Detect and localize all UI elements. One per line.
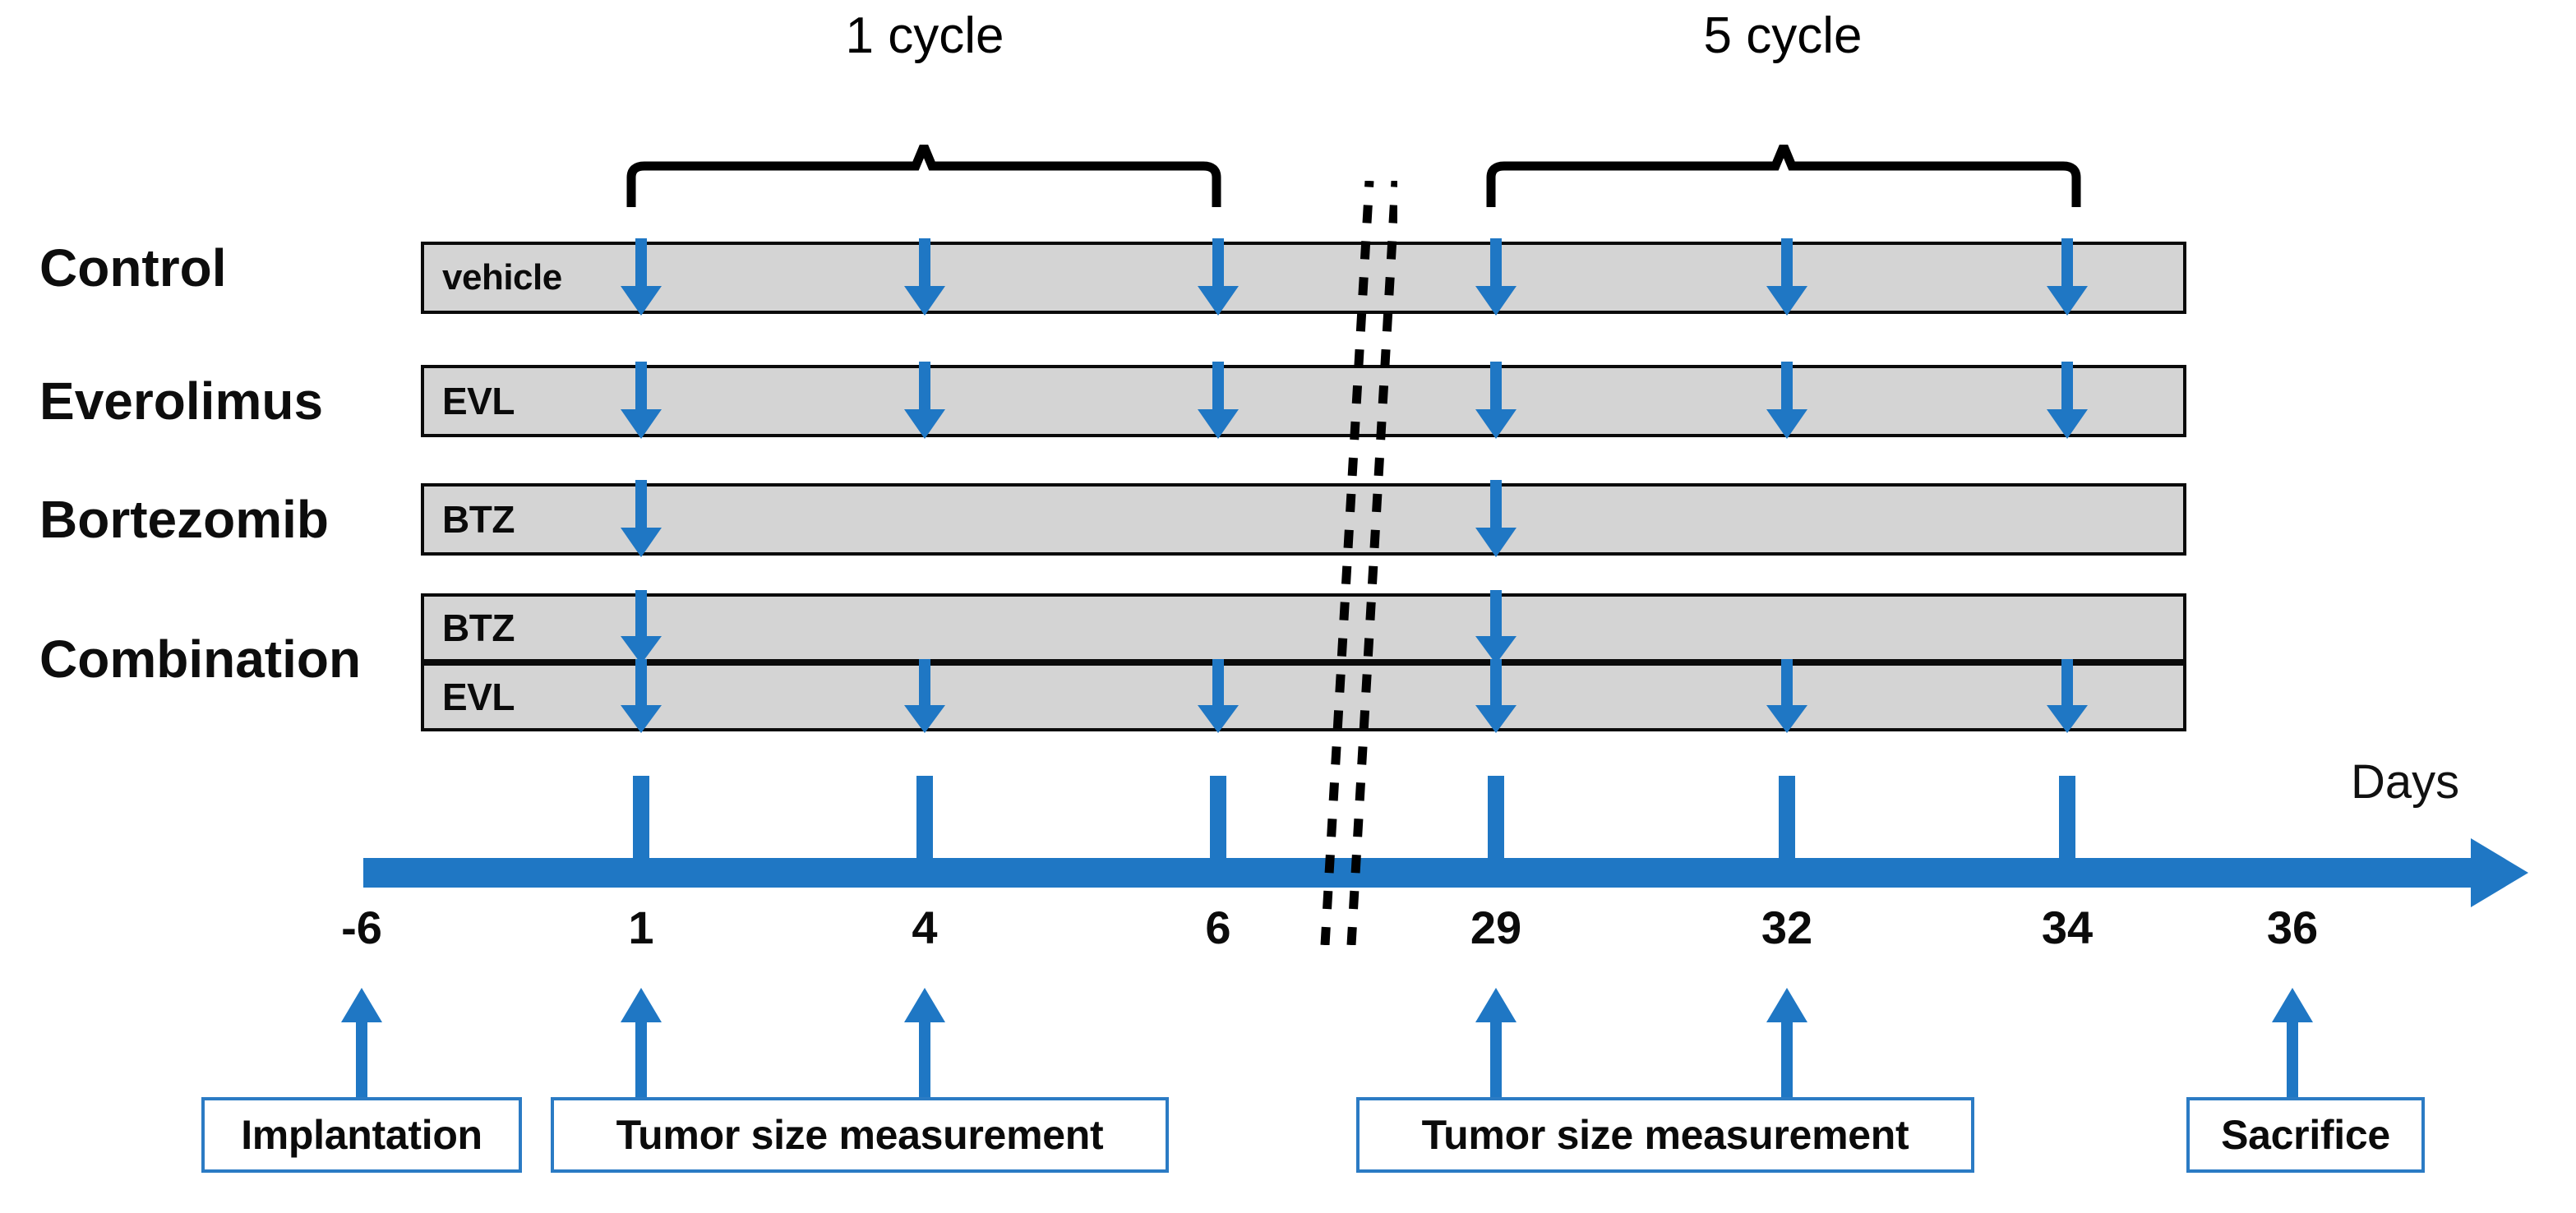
treatment-bar-combination-evl: EVL <box>421 662 2186 731</box>
group-label-control: Control <box>39 238 227 297</box>
event-arrow-sacrifice <box>2270 986 2315 1101</box>
dose-arrow-btz2-d1 <box>619 590 663 666</box>
axis-tick-d6 <box>1210 776 1226 871</box>
dose-arrow-btz1-d1 <box>619 480 663 559</box>
dose-arrow-evl1-d32 <box>1765 362 1809 440</box>
axis-break-marks <box>1290 181 1397 945</box>
dose-arrow-evl1-d1 <box>619 362 663 440</box>
dose-arrow-evl2-d29 <box>1474 659 1518 735</box>
dose-arrow-vehicle-d1 <box>619 238 663 317</box>
bar-agent-label-btz-2: BTZ <box>442 606 515 649</box>
bar-agent-label-vehicle: vehicle <box>442 257 562 297</box>
dose-arrow-evl2-d1 <box>619 659 663 735</box>
dose-arrow-evl1-d6 <box>1196 362 1240 440</box>
dose-arrow-evl2-d6 <box>1196 659 1240 735</box>
group-label-combination: Combination <box>39 630 362 689</box>
cycle-label-1: 1 cycle <box>845 7 1004 64</box>
event-box-label-measure-2: Tumor size measurement <box>1421 1112 1909 1158</box>
day-label-1: 1 <box>628 902 654 953</box>
axis-tick-d32 <box>1779 776 1795 871</box>
dose-arrow-evl2-d34 <box>2045 659 2089 735</box>
axis-tick-d4 <box>916 776 933 871</box>
event-box-tumor-measure-early: Tumor size measurement <box>551 1097 1169 1173</box>
day-label-4: 4 <box>912 902 938 953</box>
day-label-36: 36 <box>2266 902 2319 953</box>
dose-arrow-evl2-d4 <box>903 659 947 735</box>
day-label-34: 34 <box>2041 902 2094 953</box>
day-label-32: 32 <box>1761 902 1813 953</box>
dose-arrow-vehicle-d29 <box>1474 238 1518 317</box>
bar-agent-label-btz-1: BTZ <box>442 498 515 541</box>
dose-arrow-evl2-d32 <box>1765 659 1809 735</box>
bar-agent-label-evl-1: EVL <box>442 380 515 422</box>
event-arrow-measure-d1 <box>619 986 663 1101</box>
group-label-everolimus: Everolimus <box>39 371 324 431</box>
event-arrow-measure-d29 <box>1474 986 1518 1101</box>
dose-arrow-btz1-d29 <box>1474 480 1518 559</box>
dose-arrow-vehicle-d6 <box>1196 238 1240 317</box>
treatment-bar-bortezomib-btz: BTZ <box>421 483 2186 556</box>
day-label-29: 29 <box>1470 902 1522 953</box>
event-arrow-measure-d32 <box>1765 986 1809 1101</box>
axis-caption-days: Days <box>2351 755 2460 809</box>
cycle-label-2: 5 cycle <box>1703 7 1863 64</box>
dose-arrow-vehicle-d4 <box>903 238 947 317</box>
event-box-label-measure-1: Tumor size measurement <box>616 1112 1104 1158</box>
axis-tick-d1 <box>633 776 649 871</box>
day-label-6: 6 <box>1205 902 1231 953</box>
group-label-bortezomib: Bortezomib <box>39 490 329 549</box>
timeline-axis <box>363 858 2486 888</box>
event-box-sacrifice: Sacrifice <box>2186 1097 2425 1173</box>
dose-arrow-btz2-d29 <box>1474 590 1518 666</box>
axis-tick-d34 <box>2059 776 2075 871</box>
cycle-bracket-1 <box>626 145 1221 209</box>
dose-arrow-vehicle-d32 <box>1765 238 1809 317</box>
dose-arrow-evl1-d34 <box>2045 362 2089 440</box>
event-box-label-sacrifice: Sacrifice <box>2221 1112 2390 1158</box>
dose-arrow-vehicle-d34 <box>2045 238 2089 317</box>
timeline-arrowhead <box>2471 835 2530 911</box>
cycle-bracket-2 <box>1486 145 2081 209</box>
event-box-tumor-measure-late: Tumor size measurement <box>1356 1097 1974 1173</box>
event-box-label-implantation: Implantation <box>241 1112 482 1158</box>
dose-arrow-evl1-d29 <box>1474 362 1518 440</box>
day-label--6: -6 <box>341 902 382 953</box>
treatment-bar-everolimus-evl: EVL <box>421 365 2186 437</box>
event-arrow-measure-d4 <box>903 986 947 1101</box>
treatment-bar-combination-btz: BTZ <box>421 593 2186 662</box>
dose-arrow-evl1-d4 <box>903 362 947 440</box>
event-box-implantation: Implantation <box>201 1097 522 1173</box>
treatment-bar-control-vehicle: vehicle <box>421 242 2186 314</box>
bar-agent-label-evl-2: EVL <box>442 676 515 718</box>
axis-tick-d29 <box>1488 776 1504 871</box>
event-arrow-implantation <box>339 986 384 1101</box>
